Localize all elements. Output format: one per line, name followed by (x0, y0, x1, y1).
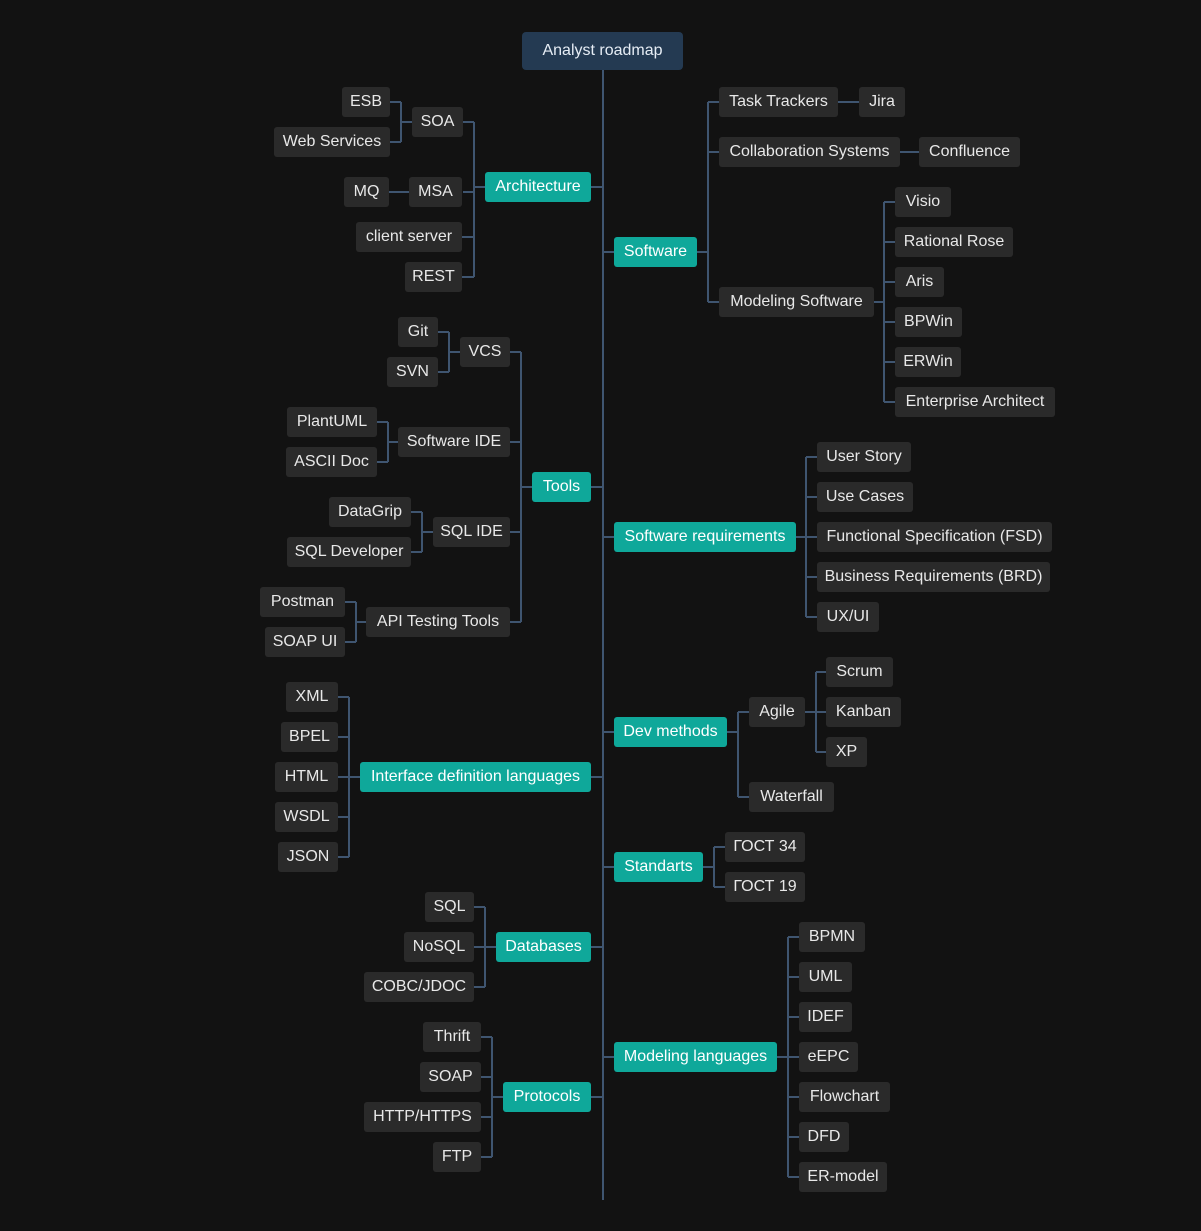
node-cobc-jdoc[interactable]: COBC/JDOC (364, 972, 474, 1002)
node-architecture[interactable]: Architecture (485, 172, 591, 202)
node-soap[interactable]: SOAP (420, 1062, 481, 1092)
node-software-requirements[interactable]: Software requirements (614, 522, 796, 552)
node-interface-definition-languages[interactable]: Interface definition languages (360, 762, 591, 792)
node-bpel[interactable]: BPEL (281, 722, 338, 752)
node-rational-rose[interactable]: Rational Rose (895, 227, 1013, 257)
node-http-https[interactable]: HTTP/HTTPS (364, 1102, 481, 1132)
node-thrift[interactable]: Thrift (423, 1022, 481, 1052)
node-sql-ide[interactable]: SQL IDE (433, 517, 510, 547)
node-html[interactable]: HTML (275, 762, 338, 792)
node-gost-34[interactable]: ГОСТ 34 (725, 832, 805, 862)
node-sql-developer[interactable]: SQL Developer (287, 537, 411, 567)
node-ux-ui[interactable]: UX/UI (817, 602, 879, 632)
node-postman[interactable]: Postman (260, 587, 345, 617)
node-software-ide[interactable]: Software IDE (398, 427, 510, 457)
node-jira[interactable]: Jira (859, 87, 905, 117)
node-msa[interactable]: MSA (409, 177, 462, 207)
node-wsdl[interactable]: WSDL (275, 802, 338, 832)
node-rest[interactable]: REST (405, 262, 462, 292)
node-soa[interactable]: SOA (412, 107, 463, 137)
node-nosql[interactable]: NoSQL (404, 932, 474, 962)
node-web-services[interactable]: Web Services (274, 127, 390, 157)
node-idef[interactable]: IDEF (799, 1002, 852, 1032)
node-agile[interactable]: Agile (749, 697, 805, 727)
node-xml[interactable]: XML (286, 682, 338, 712)
node-svn[interactable]: SVN (387, 357, 438, 387)
node-flowchart[interactable]: Flowchart (799, 1082, 890, 1112)
node-waterfall[interactable]: Waterfall (749, 782, 834, 812)
node-git[interactable]: Git (398, 317, 438, 347)
node-bpwin[interactable]: BPWin (895, 307, 962, 337)
node-client-server[interactable]: client server (356, 222, 462, 252)
node-xp[interactable]: XP (826, 737, 867, 767)
node-user-story[interactable]: User Story (817, 442, 911, 472)
node-esb[interactable]: ESB (342, 87, 390, 117)
node-standarts[interactable]: Standarts (614, 852, 703, 882)
node-databases[interactable]: Databases (496, 932, 591, 962)
node-scrum[interactable]: Scrum (826, 657, 893, 687)
node-datagrip[interactable]: DataGrip (329, 497, 411, 527)
node-plantuml[interactable]: PlantUML (287, 407, 377, 437)
node-use-cases[interactable]: Use Cases (817, 482, 913, 512)
node-uml[interactable]: UML (799, 962, 852, 992)
node-api-testing-tools[interactable]: API Testing Tools (366, 607, 510, 637)
node-root[interactable]: Analyst roadmap (522, 32, 683, 70)
node-modeling-languages[interactable]: Modeling languages (614, 1042, 777, 1072)
node-bpmn[interactable]: BPMN (799, 922, 865, 952)
node-vcs[interactable]: VCS (460, 337, 510, 367)
node-modeling-software[interactable]: Modeling Software (719, 287, 874, 317)
node-ascii-doc[interactable]: ASCII Doc (286, 447, 377, 477)
node-kanban[interactable]: Kanban (826, 697, 901, 727)
node-brd[interactable]: Business Requirements (BRD) (817, 562, 1050, 592)
node-tools[interactable]: Tools (532, 472, 591, 502)
node-mq[interactable]: MQ (344, 177, 389, 207)
node-fsd[interactable]: Functional Specification (FSD) (817, 522, 1052, 552)
node-software[interactable]: Software (614, 237, 697, 267)
node-er-model[interactable]: ER-model (799, 1162, 887, 1192)
node-json[interactable]: JSON (278, 842, 338, 872)
node-protocols[interactable]: Protocols (503, 1082, 591, 1112)
node-gost-19[interactable]: ГОСТ 19 (725, 872, 805, 902)
node-eepc[interactable]: eEPC (799, 1042, 858, 1072)
node-soap-ui[interactable]: SOAP UI (265, 627, 345, 657)
node-dfd[interactable]: DFD (799, 1122, 849, 1152)
node-collaboration-systems[interactable]: Collaboration Systems (719, 137, 900, 167)
node-confluence[interactable]: Confluence (919, 137, 1020, 167)
node-sql[interactable]: SQL (425, 892, 474, 922)
node-enterprise-architect[interactable]: Enterprise Architect (895, 387, 1055, 417)
node-erwin[interactable]: ERWin (895, 347, 961, 377)
node-visio[interactable]: Visio (895, 187, 951, 217)
node-aris[interactable]: Aris (895, 267, 944, 297)
node-task-trackers[interactable]: Task Trackers (719, 87, 838, 117)
node-dev-methods[interactable]: Dev methods (614, 717, 727, 747)
node-ftp[interactable]: FTP (433, 1142, 481, 1172)
